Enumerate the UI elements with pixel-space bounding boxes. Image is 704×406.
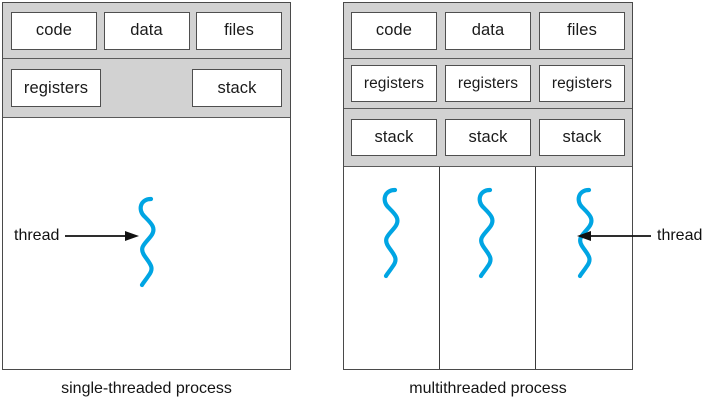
single-thread-area (3, 118, 290, 369)
multi-registers-row: registers registers registers (344, 59, 632, 109)
arrow-left-icon (575, 229, 651, 243)
cell-data: data (445, 11, 531, 50)
annotation-label: thread (657, 227, 703, 244)
cell-code: code (351, 11, 437, 50)
thread-column-divider (535, 167, 536, 369)
annotation-label: thread (14, 227, 60, 244)
single-threaded-process-box: code data files registers stack (2, 2, 291, 370)
multi-resource-row: code data files (344, 3, 632, 59)
cell-stack-1: stack (351, 119, 437, 156)
cell-files: files (539, 11, 625, 50)
multi-thread-annotation: thread (575, 228, 702, 244)
multi-thread-area (344, 167, 632, 369)
cell-stack: stack (192, 69, 282, 107)
multi-stack-row: stack stack stack (344, 109, 632, 167)
arrow-right-icon (65, 229, 141, 243)
squiggle-thread-icon (375, 187, 409, 279)
cell-registers-1: registers (351, 65, 437, 102)
single-thread-state-row: registers stack (3, 59, 290, 118)
cell-registers: registers (11, 69, 101, 107)
cell-registers-3: registers (539, 65, 625, 102)
cell-code: code (11, 11, 97, 50)
thread-column-divider (439, 167, 440, 369)
multithreaded-process-box: code data files registers registers regi… (343, 2, 633, 370)
squiggle-thread-icon (131, 196, 165, 288)
single-threaded-caption: single-threaded process (61, 380, 232, 397)
squiggle-thread-icon (470, 187, 504, 279)
cell-stack-3: stack (539, 119, 625, 156)
cell-registers-2: registers (445, 65, 531, 102)
cell-data: data (103, 11, 190, 50)
single-thread-annotation: thread (14, 228, 141, 244)
cell-stack-2: stack (445, 119, 531, 156)
single-resource-row: code data files (3, 3, 290, 59)
cell-files: files (196, 11, 282, 50)
multithreaded-caption: multithreaded process (409, 380, 567, 397)
